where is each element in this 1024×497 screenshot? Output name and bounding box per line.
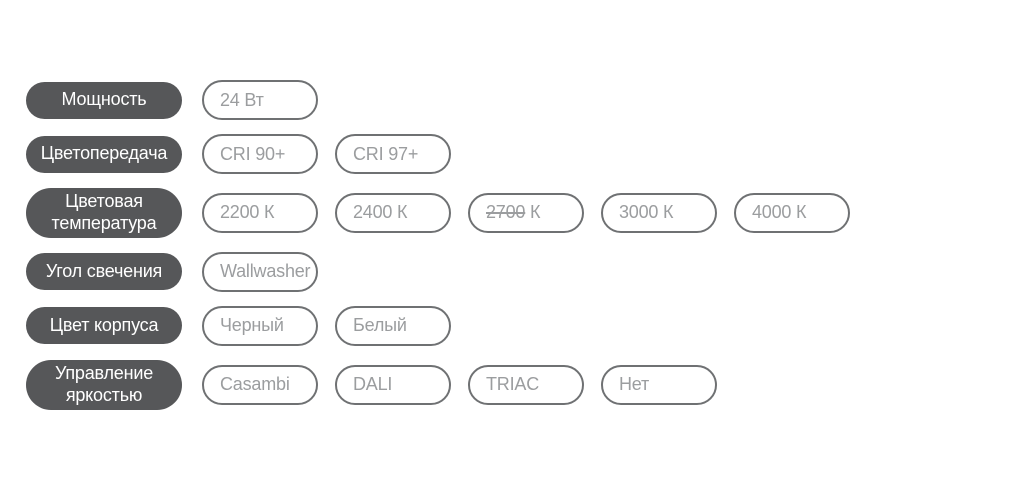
option-chip-text: К — [525, 202, 541, 223]
row-options: Черный Белый — [202, 305, 468, 346]
row-options: 24 Вт — [202, 80, 335, 120]
option-chip-text: Белый — [353, 315, 407, 336]
row-label-color-temperature: Цветовая температура — [26, 188, 182, 238]
config-row-power: Мощность 24 Вт — [26, 80, 867, 120]
option-chip-text: Нет — [619, 374, 650, 395]
row-label-body-color: Цвет корпуса — [26, 307, 182, 345]
option-chip-color-temperature-1[interactable]: 2400 К — [335, 192, 451, 233]
option-chip-brightness-control-1[interactable]: DALI — [335, 364, 451, 405]
config-rows: Мощность 24 Вт Цветопередача CRI 90+CRI … — [26, 80, 867, 424]
row-label-brightness-control: Управление яркостью — [26, 359, 182, 410]
row-label-power: Мощность — [26, 81, 182, 119]
option-chip-text: 3000 К — [619, 202, 674, 223]
row-label-text: Мощность — [61, 89, 147, 110]
row-label-color-rendering: Цветопередача — [26, 135, 182, 173]
row-options: Wallwasher — [202, 251, 335, 292]
option-chip-color-temperature-0[interactable]: 2200 К — [202, 192, 318, 233]
row-label-beam-angle: Угол свечения — [26, 253, 182, 291]
option-chip-color-temperature-3[interactable]: 3000 К — [601, 192, 717, 233]
option-chip-color-rendering-0[interactable]: CRI 90+ — [202, 134, 318, 174]
option-chip-text: 24 Вт — [220, 89, 264, 110]
row-label-text: Цветопередача — [40, 143, 168, 164]
row-options: 2200 К 2400 К 2700 К 3000 К 4000 К — [202, 192, 867, 233]
option-chip-struck-text: 2700 — [486, 202, 526, 223]
option-chip-body-color-1[interactable]: Белый — [335, 305, 451, 346]
config-row-color-temperature: Цветовая температура 2200 К 2400 К 2700 К 3… — [26, 188, 867, 238]
option-chip-text: 2200 К — [220, 202, 275, 223]
row-options: CRI 90+ CRI 97+ — [202, 134, 468, 174]
row-label-text: Угол свечения — [45, 260, 163, 281]
config-row-beam-angle: Угол свечения Wallwasher — [26, 251, 867, 292]
option-chip-text: Casambi — [220, 374, 290, 395]
option-chip-text: 2400 К — [353, 202, 408, 223]
option-chip-text: CRI 90+ — [220, 143, 286, 164]
option-chip-color-temperature-2[interactable]: 2700 К — [468, 192, 584, 233]
config-row-brightness-control: Управление яркостью Casambi DALI TRIAC Нет — [26, 359, 867, 410]
option-chip-body-color-0[interactable]: Черный — [202, 305, 318, 346]
config-row-body-color: Цвет корпуса Черный Белый — [26, 305, 867, 346]
option-chip-brightness-control-0[interactable]: Casambi — [202, 364, 318, 405]
option-chip-brightness-control-3[interactable]: Нет — [601, 364, 717, 405]
option-chip-color-rendering-1[interactable]: CRI 97+ — [335, 134, 451, 174]
row-options: Casambi DALI TRIAC Нет — [202, 364, 734, 405]
option-chip-color-temperature-4[interactable]: 4000 К — [734, 192, 850, 233]
option-chip-text: DALI — [353, 374, 393, 395]
option-chip-text: CRI 97+ — [353, 143, 419, 164]
config-row-color-rendering: Цветопередача CRI 90+ CRI 97+ — [26, 134, 867, 174]
option-chip-power-0[interactable]: 24 Вт — [202, 80, 318, 120]
option-chip-text: 4000 К — [752, 202, 807, 223]
option-chip-beam-angle-0[interactable]: Wallwasher — [202, 251, 318, 292]
row-label-text: Цветовая температура — [51, 191, 157, 233]
row-label-text: Управление яркостью — [54, 362, 154, 405]
option-chip-brightness-control-2[interactable]: TRIAC — [468, 364, 584, 405]
row-label-text: Цвет корпуса — [49, 314, 159, 335]
option-chip-text: Черный — [220, 315, 284, 336]
option-chip-text: Wallwasher — [220, 261, 311, 282]
option-chip-text: TRIAC — [486, 374, 540, 395]
